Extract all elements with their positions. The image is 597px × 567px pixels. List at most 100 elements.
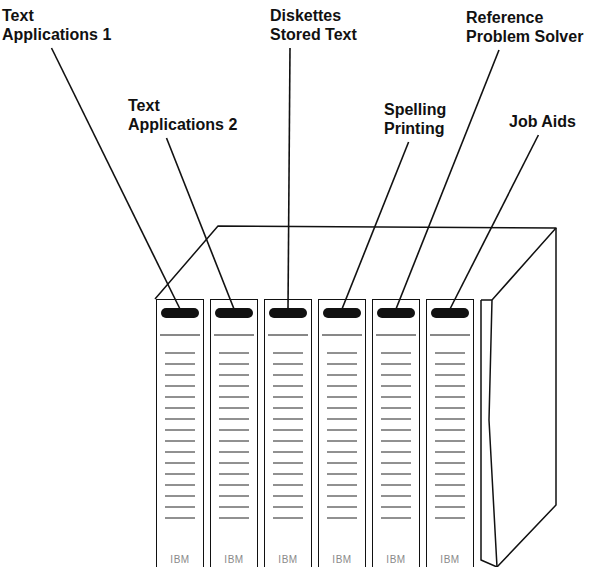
spine-rule — [219, 452, 249, 453]
label-slot — [377, 308, 415, 318]
spine-rule — [435, 353, 465, 354]
spine-rule — [327, 441, 357, 442]
spine-rule — [165, 386, 195, 387]
spine-rule — [322, 335, 362, 336]
label-slot — [431, 308, 469, 318]
spine-logo: IBM — [373, 554, 419, 565]
case-front-edge — [481, 300, 497, 567]
spine-rule — [273, 364, 303, 365]
spine-rule — [327, 507, 357, 508]
spine-rule — [165, 474, 195, 475]
spine-rule — [381, 496, 411, 497]
spine-rule — [165, 507, 195, 508]
spine-rule — [327, 430, 357, 431]
spine-rule — [435, 419, 465, 420]
spine-rule — [165, 496, 195, 497]
spine-rule — [273, 518, 303, 519]
spine-rule — [381, 485, 411, 486]
spine-rule — [219, 463, 249, 464]
case-side — [497, 228, 556, 567]
spine-rule — [381, 408, 411, 409]
spine-rule — [327, 485, 357, 486]
spine-rule — [219, 397, 249, 398]
spine-rule — [273, 353, 303, 354]
spine-rule — [381, 364, 411, 365]
spine-logo: IBM — [211, 554, 257, 565]
spine-rule — [219, 408, 249, 409]
binder-spine: IBM — [210, 299, 258, 567]
leader-line — [450, 135, 538, 309]
spine-rule — [327, 386, 357, 387]
callout-label: Spelling Printing — [384, 100, 466, 138]
spine-rule — [273, 386, 303, 387]
spine-rule — [435, 485, 465, 486]
spine-rule — [381, 353, 411, 354]
spine-rule — [435, 375, 465, 376]
spine-rule — [219, 518, 249, 519]
leader-line — [396, 50, 499, 309]
spine-rule — [273, 507, 303, 508]
spine-rule — [273, 485, 303, 486]
spine-rule — [219, 441, 249, 442]
spine-rule — [219, 364, 249, 365]
spine-rule — [381, 518, 411, 519]
spine-rule — [435, 386, 465, 387]
spine-rule — [165, 397, 195, 398]
binder-spine: IBM — [372, 299, 420, 567]
label-slot — [269, 308, 307, 318]
spine-rule — [165, 485, 195, 486]
spine-rule — [381, 375, 411, 376]
spine-rule — [430, 335, 470, 336]
spine-rule — [435, 441, 465, 442]
spine-rule — [165, 375, 195, 376]
spine-logo: IBM — [265, 554, 311, 565]
spine-rule — [219, 507, 249, 508]
spine-rule — [435, 463, 465, 464]
spine-rule — [381, 441, 411, 442]
spine-rule — [273, 397, 303, 398]
spine-rule — [327, 364, 357, 365]
spine-rule — [273, 474, 303, 475]
spine-rule — [435, 452, 465, 453]
spine-rule — [273, 496, 303, 497]
spine-rule — [165, 408, 195, 409]
spine-rule — [165, 452, 195, 453]
spine-rule — [381, 419, 411, 420]
spine-rule — [327, 397, 357, 398]
spine-rule — [327, 474, 357, 475]
spine-rule — [219, 419, 249, 420]
spine-rule — [381, 507, 411, 508]
spine-rule — [435, 364, 465, 365]
spine-rule — [165, 353, 195, 354]
spine-rule — [327, 452, 357, 453]
spine-rule — [381, 463, 411, 464]
spine-rule — [273, 441, 303, 442]
spine-rule — [273, 375, 303, 376]
spine-rule — [165, 463, 195, 464]
spine-rule — [376, 335, 416, 336]
spine-rule — [381, 452, 411, 453]
leader-line — [288, 48, 290, 309]
spine-logo: IBM — [157, 554, 203, 565]
spine-rule — [273, 452, 303, 453]
spine-rule — [327, 496, 357, 497]
leader-line — [52, 48, 181, 309]
callout-label: Reference Problem Solver — [466, 8, 592, 46]
spine-rule — [381, 386, 411, 387]
callout-label: Job Aids — [509, 112, 593, 131]
spine-rule — [381, 397, 411, 398]
spine-rule — [219, 353, 249, 354]
spine-rule — [327, 353, 357, 354]
spine-logo: IBM — [427, 554, 473, 565]
callout-label: Diskettes Stored Text — [270, 6, 370, 44]
spine-rule — [435, 408, 465, 409]
leader-line — [167, 138, 235, 309]
case-front-edge — [481, 300, 497, 567]
spine-rule — [381, 430, 411, 431]
spine-rule — [219, 430, 249, 431]
spine-rule — [165, 441, 195, 442]
label-slot — [215, 308, 253, 318]
spine-rule — [381, 474, 411, 475]
